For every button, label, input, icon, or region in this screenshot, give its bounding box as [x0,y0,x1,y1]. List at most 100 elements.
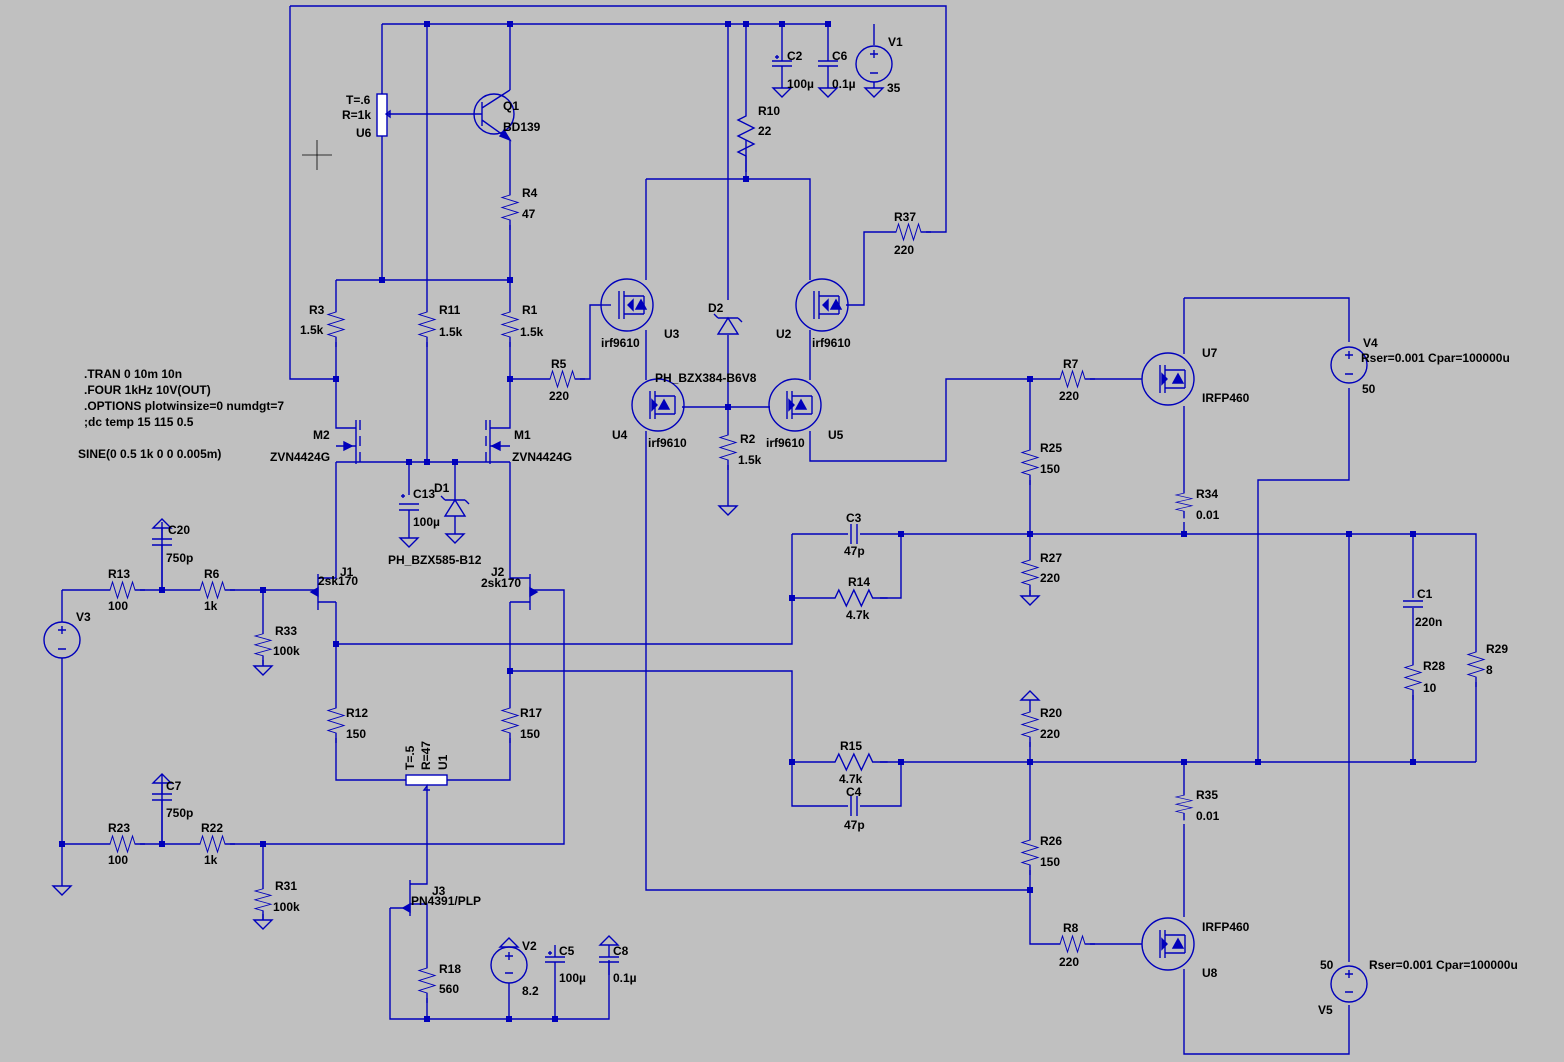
capacitor-c6 [818,55,838,82]
resistor-r6 [189,581,236,599]
mosfet-u4 [631,378,685,432]
label-m1-val: ZVN4424G [512,450,572,464]
label-r31: R31 [275,879,297,893]
label-c13: C13 [413,487,435,501]
label-c8-val: 0.1µ [613,971,637,985]
ground-v2 [498,937,520,948]
resistor-r18 [418,957,436,1004]
label-r3: R3 [309,303,325,317]
source-v3-function: SINE(0 0.5 1k 0 0 0.005m) [78,447,221,461]
label-r26-val: 150 [1040,855,1060,869]
ground-r31 [253,913,273,930]
label-r27-val: 220 [1040,571,1060,585]
mosfet-u3 [600,278,654,332]
label-r34-val: 0.01 [1196,508,1220,522]
label-r6: R6 [204,567,220,581]
resistor-r27 [1021,549,1039,596]
label-v1-val: 35 [887,81,901,95]
label-r29-val: 8 [1486,663,1493,677]
label-r17: R17 [520,706,542,720]
capacitor-c2 [772,55,792,82]
directive-options: .OPTIONS plotwinsize=0 numdgt=7 [84,399,284,413]
label-u1: U1 [436,754,450,770]
label-c8: C8 [613,944,629,958]
label-r5: R5 [551,357,567,371]
directive-four: .FOUR 1kHz 10V(OUT) [84,383,211,397]
label-d2-val: PH_BZX384-B6V8 [655,371,757,385]
resistor-r20 [1021,701,1039,748]
label-r7: R7 [1063,357,1079,371]
label-r7-val: 220 [1059,389,1079,403]
resistor-r12 [327,697,345,744]
potentiometers [376,93,448,791]
label-u4-val: irf9610 [648,436,687,450]
ground-r33 [253,659,273,676]
label-u5-val: irf9610 [766,436,805,450]
ground-r20 [1019,690,1041,701]
label-r35-val: 0.01 [1196,809,1220,823]
label-r4: R4 [522,186,538,200]
source-v2 [490,946,528,984]
label-r3-val: 1.5k [300,323,324,337]
label-u3: U3 [664,327,680,341]
label-r2: R2 [740,432,756,446]
label-j1-val: 2sk170 [318,574,358,588]
label-u8: U8 [1202,966,1218,980]
ground-c13 [399,531,419,548]
label-r35: R35 [1196,788,1218,802]
resistor-r3 [327,301,345,348]
label-u2: U2 [776,327,792,341]
label-q1-val: BD139 [503,120,541,134]
capacitor-c20 [152,530,172,590]
jfet-j2 [509,556,539,610]
label-q1: Q1 [503,99,519,113]
resistor-r10 [737,99,755,173]
label-c3: C3 [846,511,862,525]
jfet-j1 [309,556,337,610]
label-r11-val: 1.5k [439,325,463,339]
cursor-crosshair [302,140,332,170]
resistor-r22 [189,835,236,853]
label-u8-val: IRFP460 [1202,920,1250,934]
label-j3-val: PN4391/PLP [411,894,481,908]
capacitor-c4 [850,796,858,816]
label-r22: R22 [201,821,223,835]
label-r1: R1 [522,303,538,317]
resistor-r7 [1049,370,1096,388]
label-r33: R33 [275,624,297,638]
label-c4-val: 47p [844,818,865,832]
mosfet-m1 [485,418,511,464]
label-r25: R25 [1040,441,1062,455]
ground-d1 [445,527,465,544]
label-c6: C6 [832,49,848,63]
label-r17-val: 150 [520,727,540,741]
label-c2: C2 [787,49,803,63]
label-u7-val: IRFP460 [1202,391,1250,405]
label-r37-val: 220 [894,243,914,257]
label-c4: C4 [846,785,862,799]
label-c1-val: 220n [1415,615,1442,629]
resistor-r35 [1175,787,1193,822]
label-v2-val: 8.2 [522,984,539,998]
mosfet-u7 [1141,352,1195,406]
bjt-q1 [473,89,515,142]
label-u3-val: irf9610 [601,336,640,350]
label-m2-val: ZVN4424G [270,450,330,464]
label-v3: V3 [76,610,91,624]
capacitors [152,55,1423,975]
resistor-r8 [1049,935,1096,953]
source-v5 [1330,965,1368,1003]
directive-dc: ;dc temp 15 115 0.5 [84,415,194,429]
resistor-r11 [418,301,436,348]
label-r6-val: 1k [204,599,218,613]
label-r34: R34 [1196,487,1218,501]
label-r12-val: 150 [346,727,366,741]
ground-c20 [151,518,173,530]
label-c5-val: 100µ [559,971,586,985]
wires [61,5,1477,1055]
label-d2: D2 [708,301,724,315]
label-r14: R14 [848,575,870,589]
label-r12: R12 [346,706,368,720]
